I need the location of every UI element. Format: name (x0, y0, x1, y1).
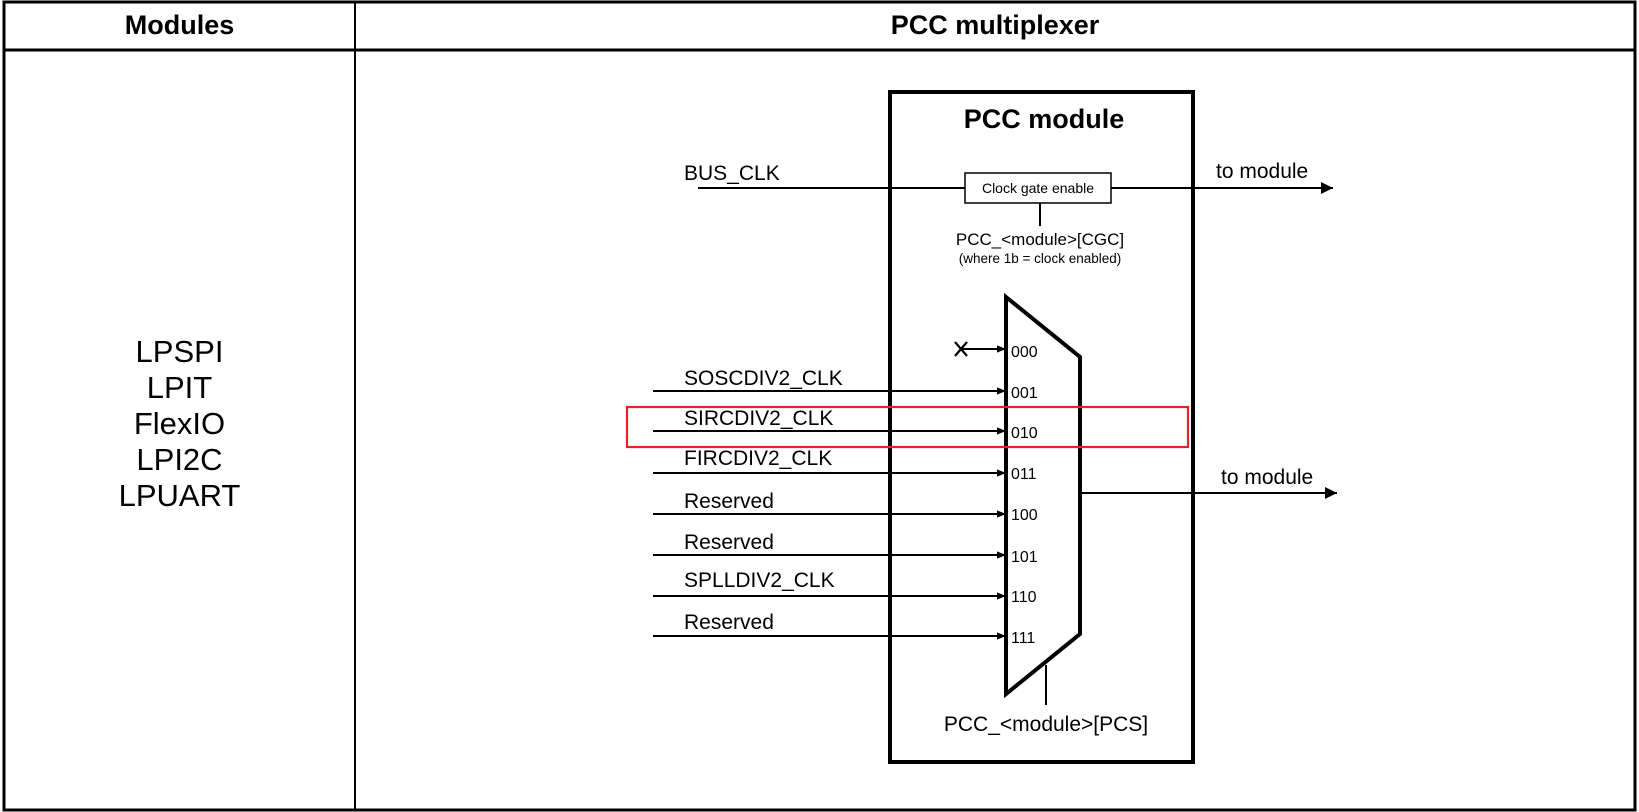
mux-input-code: 101 (1011, 549, 1038, 566)
pcc-module-box (888, 90, 1195, 764)
to-module-bottom-label: to module (1221, 466, 1313, 489)
module-name: LPSPI (135, 334, 224, 369)
mux-input-name: Reserved (684, 490, 774, 513)
mux-input-code: 110 (1011, 589, 1037, 606)
mux-input-name: SPLLDIV2_CLK (684, 569, 835, 592)
mux-input-name: Reserved (684, 611, 774, 634)
mux-input-code: 100 (1011, 507, 1038, 524)
header-pcc-multiplexer: PCC multiplexer (890, 9, 1100, 40)
highlight-box (625, 405, 1190, 449)
mux-input-name: SIRCDIV2_CLK (684, 407, 833, 430)
mux-input-code: 000 (1011, 344, 1038, 361)
mux-input-code: 111 (1011, 630, 1035, 647)
cgc-label: PCC_<module>[CGC] (956, 230, 1124, 249)
to-module-top-label: to module (1216, 160, 1308, 183)
clock-gate-label: Clock gate enable (982, 180, 1094, 196)
cgc-note: (where 1b = clock enabled) (959, 251, 1121, 266)
pcs-label: PCC_<module>[PCS] (944, 713, 1148, 736)
multiplexer-shape (1004, 292, 1082, 699)
mux-input-code: 001 (1011, 385, 1038, 402)
mux-input-code: 011 (1011, 466, 1037, 483)
module-name: LPIT (146, 370, 213, 405)
module-name: LPUART (118, 478, 241, 513)
header-modules: Modules (124, 9, 235, 40)
modules-list: LPSPI LPIT FlexIO LPI2C LPUART (4, 334, 355, 514)
mux-input-name: FIRCDIV2_CLK (684, 447, 832, 470)
bus-clk-label: BUS_CLK (684, 162, 780, 185)
mux-input-code: 010 (1011, 425, 1038, 442)
module-name: FlexIO (133, 406, 226, 441)
mux-input-name: Reserved (684, 531, 774, 554)
mux-input-name: SOSCDIV2_CLK (684, 367, 843, 390)
pcc-module-title: PCC module (964, 104, 1125, 134)
module-name: LPI2C (136, 442, 223, 477)
